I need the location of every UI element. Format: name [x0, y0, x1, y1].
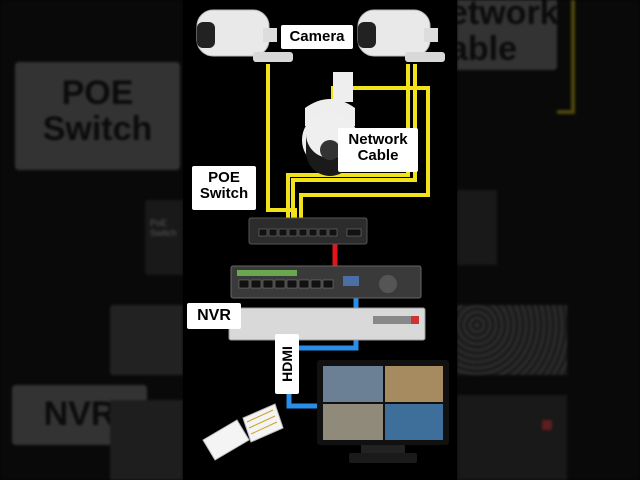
cable-cam2-secondary: [286, 64, 410, 228]
bullet-camera-icon: [196, 9, 293, 62]
label-poe: POE: [208, 169, 240, 186]
bg-nvr-right-bottom: [457, 395, 567, 480]
bg-switch-small-poe: PoE: [150, 218, 168, 228]
bg-switch-body-right: [457, 190, 497, 265]
background-left-panel: POE Switch PoE Switch NVR: [0, 0, 183, 480]
bg-label-able: able: [457, 29, 518, 68]
cable-cam2-to-switch: [291, 64, 417, 228]
poe-switch-icon: [248, 217, 368, 245]
bg-switch-small-switch: Switch: [150, 228, 177, 238]
bg-label-etwork: etwork: [457, 0, 559, 32]
monitor-icon: [317, 360, 449, 463]
label-hdmi: HDMI: [275, 334, 299, 394]
bg-red-button: [542, 420, 552, 430]
bg-nvr-bottom: [110, 400, 183, 480]
bg-label-switch: Switch: [42, 109, 153, 148]
label-switch: Switch: [199, 184, 249, 202]
bg-cable-lines: [557, 0, 575, 114]
background-right-panel: etwork able: [457, 0, 640, 480]
nvr-recorder-icon: [230, 265, 422, 299]
diagram-panel: Camera Network Cable POE Switch NVR HDMI: [183, 0, 457, 480]
bg-fan-grille: [457, 305, 567, 375]
label-nvr: NVR: [187, 303, 241, 329]
label-poe-switch: POE Switch: [192, 166, 256, 210]
bg-switch-small-label: PoE Switch: [150, 218, 177, 238]
bg-label-poe: POE: [61, 74, 134, 112]
bg-label-network-cable: etwork able: [457, 0, 559, 70]
cable-cam1-to-switch: [266, 64, 297, 228]
bg-nvr-ports: [110, 305, 183, 375]
diagram-svg: [196, 9, 449, 463]
bg-label-poe-switch: POE Switch: [15, 62, 180, 170]
nvr-front-panel: [228, 307, 426, 341]
rj45-connector-icon: [202, 403, 284, 461]
bg-switch-body: [145, 200, 183, 275]
label-cable: Cable: [357, 146, 399, 164]
label-network-cable: Network Cable: [338, 128, 418, 172]
label-camera: Camera: [281, 25, 353, 49]
bullet-camera-icon-2: [357, 9, 445, 62]
label-network: Network: [348, 131, 408, 148]
